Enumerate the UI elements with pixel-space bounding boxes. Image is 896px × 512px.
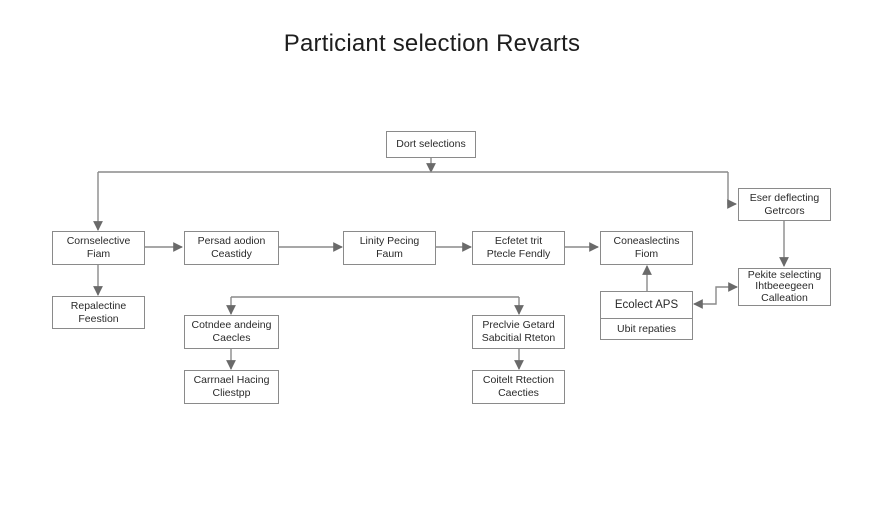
diagram-title: Particiant selection Revarts <box>283 30 581 57</box>
node-text: Eser deflecting <box>749 191 820 204</box>
node-text: Sabcitial Rteton <box>481 332 556 344</box>
node-text: Cotndee andeing <box>191 319 272 331</box>
node-text: Feestion <box>78 312 119 325</box>
node-cotndee-andeing: Cotndee andeing Caecles <box>184 315 279 349</box>
node-text: Fiom <box>634 248 659 260</box>
node-text: Ptecle Fendly <box>486 248 551 260</box>
node-persad-aodion: Persad aodion Ceastidy <box>184 231 279 265</box>
node-text: Ihtbeeegeen <box>755 280 814 293</box>
node-ecolect-aps: Ecolect APS Ubit repaties <box>600 291 693 340</box>
node-eser-deflecting: Eser deflecting Getrcors <box>738 188 831 221</box>
node-text: Ceastidy <box>211 248 252 260</box>
node-text: Preclvie Getard <box>482 319 555 331</box>
node-text: Pekite selecting <box>747 268 822 281</box>
node-preclvie-getard: Preclvie Getard Sabcitial Rteton <box>472 315 565 349</box>
node-cornselective-fiam: Cornselective Fiam <box>52 231 145 265</box>
node-text: Persad aodion <box>197 235 266 247</box>
node-text: Cliestpp <box>212 387 251 399</box>
node-linity-pecing: Linity Pecing Faum <box>343 231 436 265</box>
node-repalectine-feestion: Repalectine Feestion <box>52 296 145 329</box>
node-text: Repalectine <box>70 299 127 312</box>
node-text: Calleation <box>761 291 808 304</box>
node-text: Faum <box>376 248 403 260</box>
node-text: Dort selections <box>396 138 466 150</box>
edge-bus-to-r1 <box>727 172 737 209</box>
node-ecolect-header: Ecolect APS <box>601 292 692 320</box>
node-text: Caecles <box>212 332 251 344</box>
node-text: Fiam <box>86 248 111 260</box>
node-text: Coitelt Rtection <box>482 374 555 386</box>
node-coneaslectins: Coneaslectins Fiom <box>600 231 693 265</box>
node-text: Carrnael Hacing <box>193 374 270 386</box>
node-pekite-selecting: Pekite selecting Ihtbeeegeen Calleation <box>738 268 831 306</box>
node-carrnael-hacing: Carrnael Hacing Cliestpp <box>184 370 279 404</box>
node-text: Linity Pecing <box>359 235 420 247</box>
edge-r2-ecolect <box>693 282 738 309</box>
node-dort-selections: Dort selections <box>386 131 476 158</box>
node-text: Ecfetet trit <box>494 235 543 247</box>
node-text: Coneaslectins <box>613 235 680 247</box>
node-ecfetet-trit: Ecfetet trit Ptecle Fendly <box>472 231 565 265</box>
node-ecolect-subtext: Ubit repaties <box>617 322 676 335</box>
node-text: Getrcors <box>764 204 805 217</box>
node-coitelt-rtection: Coitelt Rtection Caecties <box>472 370 565 404</box>
node-text: Caecties <box>498 387 539 399</box>
node-text: Cornselective <box>66 235 131 247</box>
